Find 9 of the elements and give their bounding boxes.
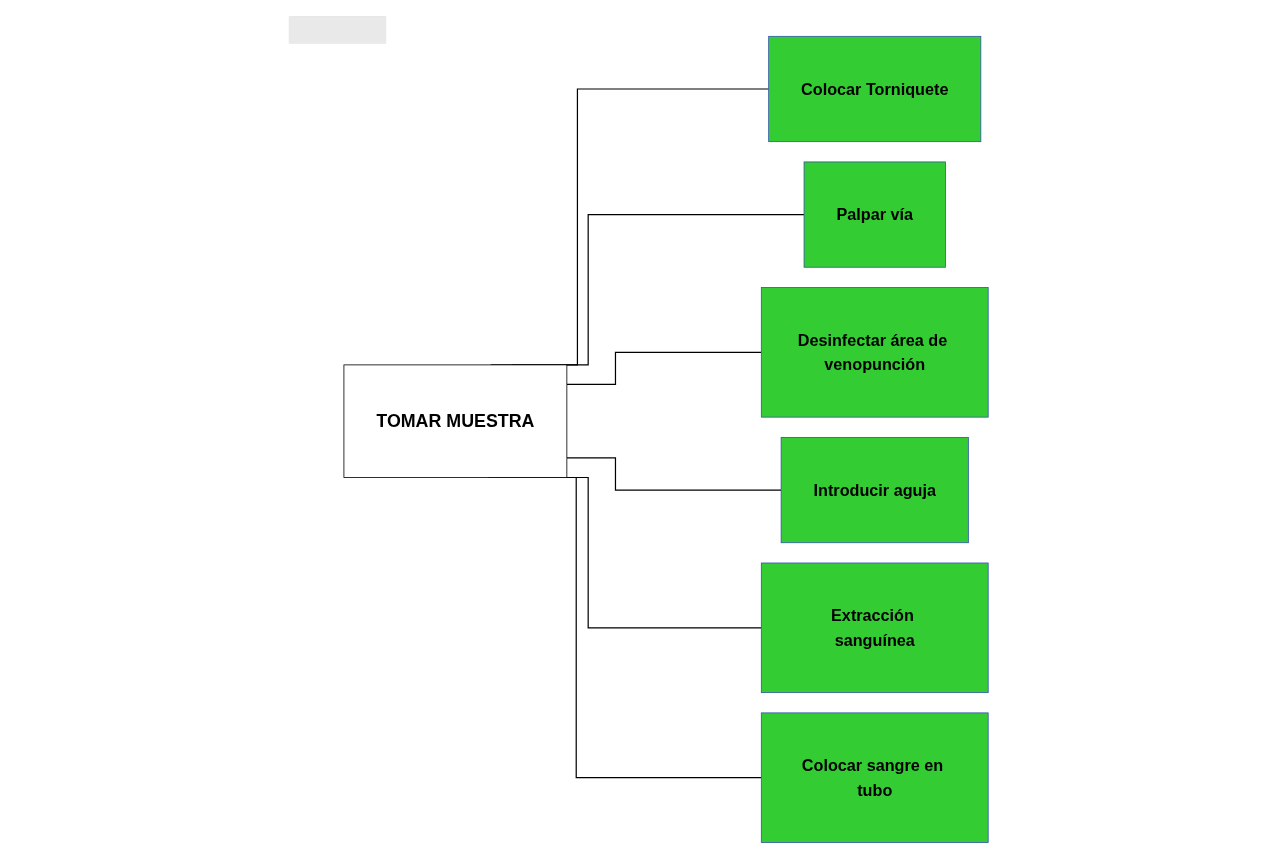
node-box: Colocar Torniquete [768, 35, 982, 143]
connector [566, 457, 782, 491]
node-box: Palpar vía [803, 161, 946, 268]
node-box: Extracción sanguínea [760, 562, 989, 694]
connector [566, 351, 762, 386]
node-box: Colocar sangre en tubo [760, 712, 989, 843]
node-box: Introducir aguja [780, 437, 969, 544]
node-box: Desinfectar área de venopunción [760, 287, 989, 418]
node-box: TOMAR MUESTRA [343, 364, 568, 478]
